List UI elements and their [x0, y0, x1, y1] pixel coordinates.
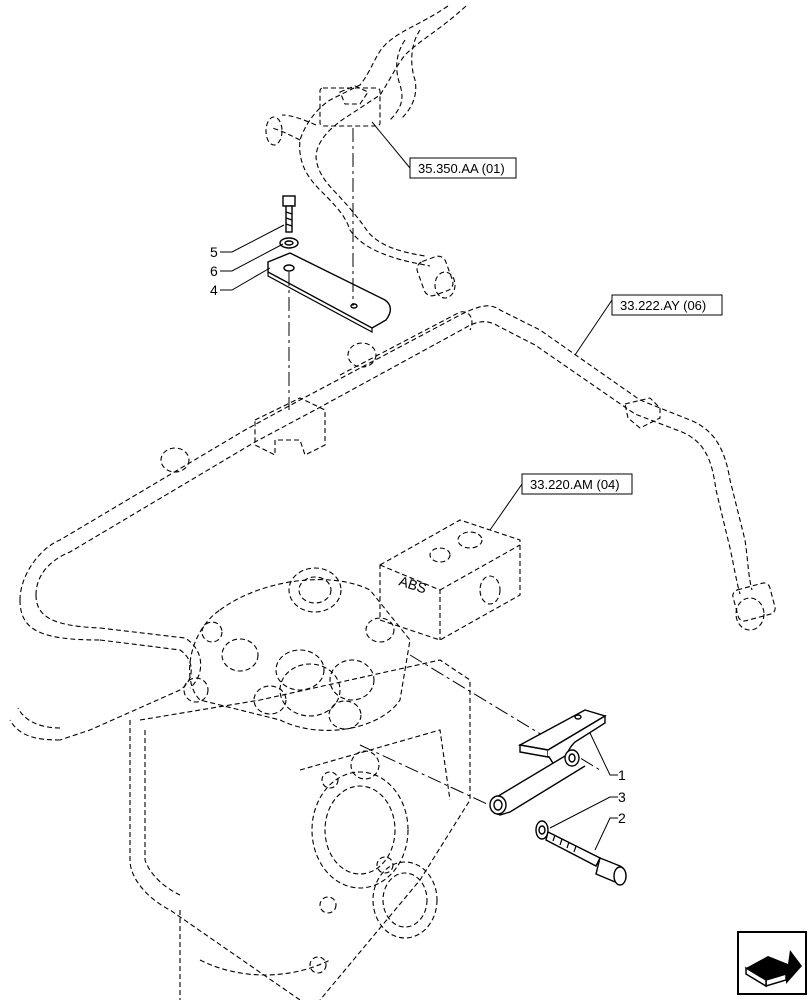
valve-block-assembly: ABS — [129, 519, 521, 1000]
alignment-line — [359, 744, 501, 811]
bracket-plate-group — [267, 128, 392, 410]
svg-text:33.220.AM (04): 33.220.AM (04) — [530, 477, 620, 492]
bolt-part-5[interactable] — [282, 195, 296, 233]
pipe-loop-assembly — [9, 305, 776, 741]
reference-35-350-aa[interactable]: 35.350.AA (01) — [371, 121, 517, 179]
svg-text:33.222.AY (06): 33.222.AY (06) — [620, 298, 706, 313]
callouts-right: 1 3 2 — [549, 732, 626, 851]
callout-4: 4 — [210, 282, 218, 298]
callout-1: 1 — [618, 767, 626, 783]
reference-33-220-am[interactable]: 33.220.AM (04) — [489, 473, 633, 531]
navigation-arrow-icon[interactable] — [737, 931, 807, 995]
callout-6: 6 — [210, 263, 218, 279]
washer-part-3[interactable] — [535, 820, 549, 840]
svg-text:35.350.AA (01): 35.350.AA (01) — [418, 161, 505, 176]
bracket-plate-part-4[interactable] — [267, 252, 392, 334]
callout-3: 3 — [618, 789, 626, 805]
callouts-left: 5 6 4 — [210, 224, 285, 298]
bolt-part-2[interactable] — [545, 830, 627, 886]
callout-2: 2 — [618, 810, 626, 826]
lower-bracket-group — [489, 709, 627, 886]
upper-pipe-assembly — [265, 5, 467, 299]
washer-part-6[interactable] — [279, 237, 299, 249]
bracket-part-1[interactable] — [489, 709, 607, 816]
valve-abs-badge: ABS — [397, 573, 429, 597]
reference-33-222-ay[interactable]: 33.222.AY (06) — [574, 294, 723, 356]
callout-5: 5 — [210, 244, 218, 260]
